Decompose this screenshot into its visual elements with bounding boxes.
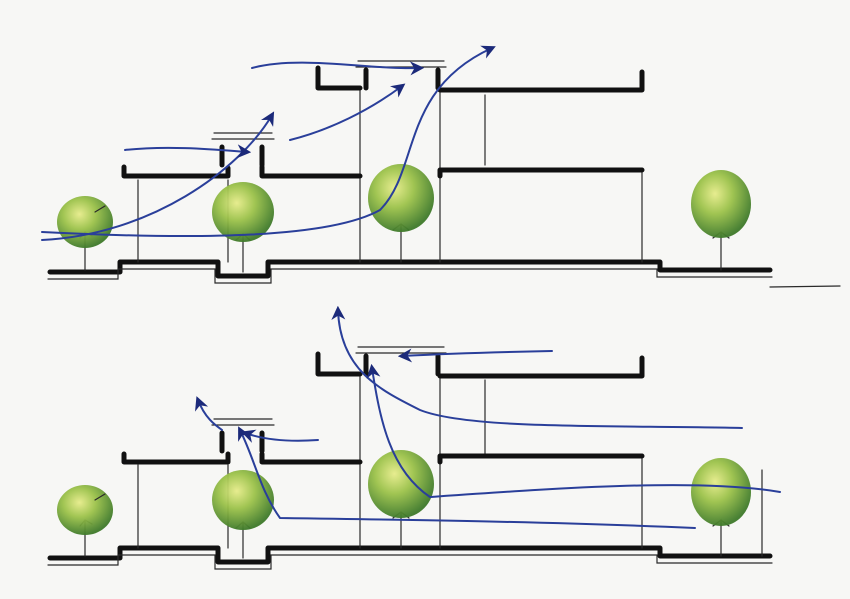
floor-slab-left [121, 451, 231, 465]
arrowhead-icon [397, 348, 553, 363]
arrowhead-icon [41, 45, 496, 238]
columns-bottom [137, 374, 763, 557]
floor-slab-mid [259, 451, 363, 465]
floor-slab-right [437, 453, 645, 465]
tree-icon [691, 170, 751, 271]
arrowhead-icon [331, 305, 743, 429]
arrowhead-icon [241, 429, 319, 443]
ground-line-lower [47, 554, 773, 570]
floor-slab-left [121, 164, 231, 179]
floor-slab-mid [259, 164, 363, 179]
arrowhead-icon [251, 61, 425, 76]
arrowhead-icon [41, 111, 275, 241]
airflow-arrows-top [41, 45, 496, 241]
clerestory-cap-large [355, 346, 447, 354]
arrowhead-icon [238, 426, 696, 529]
tree-icon [212, 182, 274, 273]
airflow-arrows-bottom [195, 305, 781, 529]
arrowhead-icon [124, 144, 252, 159]
roof-slab-left [315, 351, 363, 377]
ground-slab-top [47, 259, 773, 279]
tree-icon [57, 485, 113, 557]
roof-slab-right [437, 69, 645, 93]
section-top [41, 45, 841, 288]
ground-line-lower [47, 268, 773, 284]
ground-slab-bottom [47, 545, 773, 565]
clerestory-posts [363, 67, 441, 91]
ground-extension [769, 285, 841, 288]
section-bottom [47, 305, 781, 570]
clerestory-cap-small [211, 132, 275, 140]
tree-icon [368, 450, 434, 549]
tree-icon [368, 164, 434, 263]
arrowhead-icon [195, 396, 223, 431]
clerestory-cap-small [211, 418, 275, 426]
roof-slab-left [315, 65, 363, 91]
arrowhead-icon [289, 83, 406, 141]
floor-slab-right [437, 167, 645, 179]
clerestory-posts [363, 353, 441, 377]
tree-icon [212, 470, 274, 559]
tree-icon [691, 458, 751, 557]
roof-slab-right [437, 355, 645, 379]
arrowhead-icon [366, 363, 781, 498]
